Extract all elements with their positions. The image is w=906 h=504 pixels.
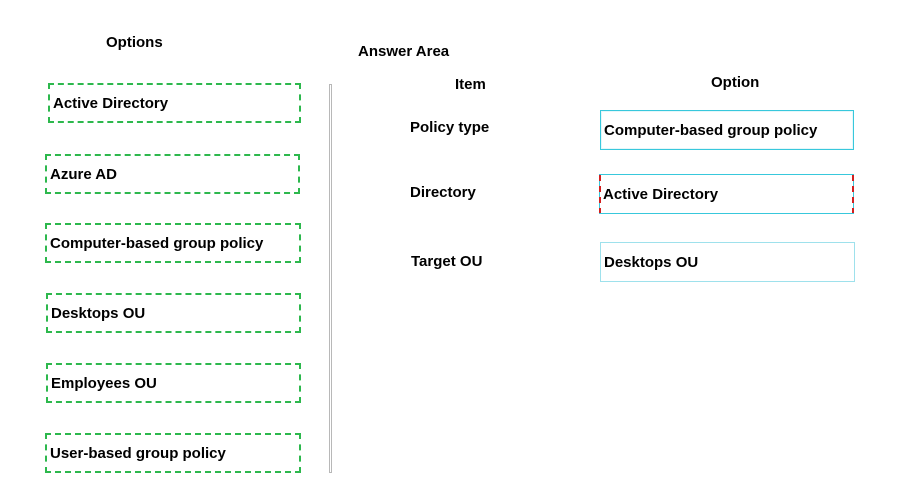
answer-slot-target-ou[interactable]: Desktops OU bbox=[600, 242, 855, 282]
answer-slot-policy-type[interactable]: Computer-based group policy bbox=[600, 110, 854, 150]
item-directory: Directory bbox=[410, 184, 476, 201]
panel-divider bbox=[329, 84, 332, 473]
answer-slot-directory[interactable]: Active Directory bbox=[599, 174, 854, 214]
item-column-header: Item bbox=[455, 76, 486, 93]
option-user-based-group-policy[interactable]: User-based group policy bbox=[45, 433, 301, 473]
item-target-ou: Target OU bbox=[411, 253, 483, 270]
option-active-directory[interactable]: Active Directory bbox=[48, 83, 301, 123]
option-desktops-ou[interactable]: Desktops OU bbox=[46, 293, 301, 333]
options-heading: Options bbox=[106, 34, 163, 51]
answer-area-heading: Answer Area bbox=[358, 43, 450, 60]
option-computer-based-group-policy[interactable]: Computer-based group policy bbox=[45, 223, 301, 263]
option-employees-ou[interactable]: Employees OU bbox=[46, 363, 301, 403]
option-column-header: Option bbox=[711, 74, 760, 91]
option-azure-ad[interactable]: Azure AD bbox=[45, 154, 300, 194]
item-policy-type: Policy type bbox=[410, 119, 490, 136]
